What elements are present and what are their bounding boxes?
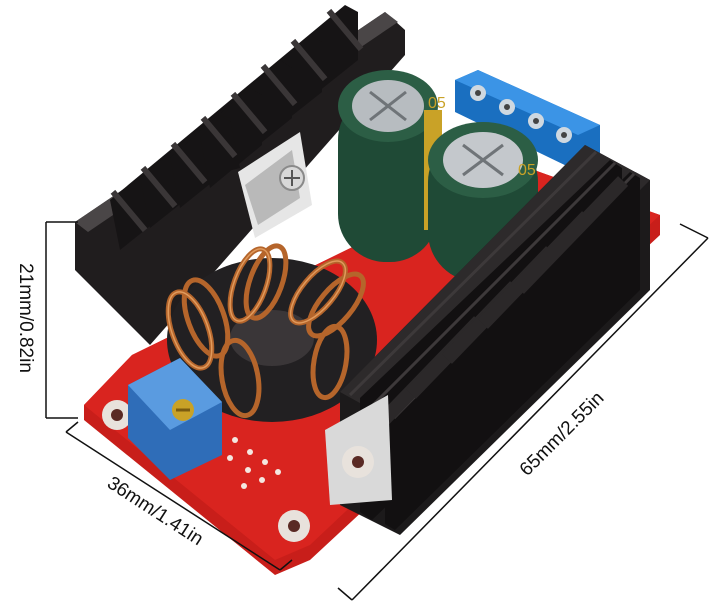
dimension-width (65, 421, 293, 571)
toroid-inductor (165, 243, 377, 422)
capacitor-left-marking: 05 (428, 95, 446, 112)
dimension-height-label: 21mm/0.82in (15, 263, 36, 373)
pcb-via-dots (227, 437, 281, 489)
capacitor-right-marking: 05 (518, 162, 536, 179)
mounting-hole-front-left (102, 400, 132, 430)
trimpot (128, 358, 222, 480)
mounting-hole-front-right (278, 510, 310, 542)
terminal-block (455, 70, 600, 170)
heatsink-right (325, 145, 650, 535)
dimension-length (337, 223, 709, 601)
heatsink-left (75, 5, 405, 345)
dimension-height (45, 221, 78, 419)
